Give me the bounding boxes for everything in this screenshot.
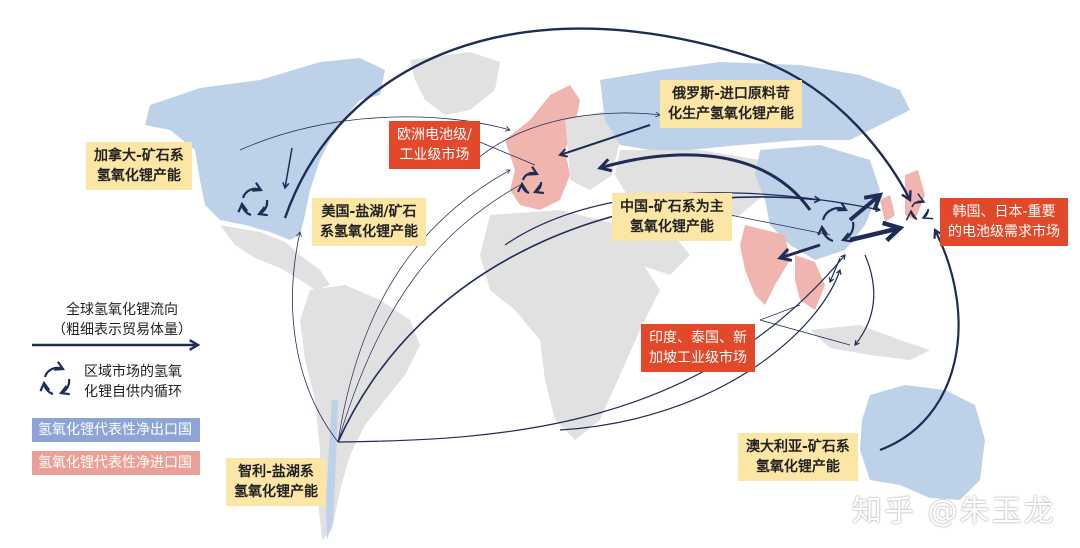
legend-flow-text: 全球氢氧化锂流向 （粗细表示贸易体量） (52, 300, 192, 340)
cycle-icon-europe (517, 166, 544, 195)
flow-chile-europe-1 (337, 169, 511, 443)
legend-line: 区域市场的氢氧 (84, 364, 182, 380)
flow-china-singapore (854, 254, 875, 346)
indonesia (810, 325, 930, 360)
label-line: 中国-矿石系为主 (620, 199, 724, 215)
legend-import-box: 氢氧化锂代表性净进口国 (32, 451, 200, 475)
legend-line: 化锂自供内循环 (84, 384, 182, 400)
label-australia: 澳大利亚-矿石系 氢氧化锂产能 (738, 433, 858, 481)
flow-canada-usa (282, 147, 293, 190)
label-russia: 俄罗斯-进口原料苛 化生产氢氧化锂产能 (660, 80, 802, 128)
africa (480, 210, 660, 440)
label-europe-market: 欧洲电池级/ 工业级市场 (389, 121, 480, 169)
label-line: 加拿大-矿石系 (94, 148, 184, 164)
label-line: 澳大利亚-矿石系 (746, 439, 850, 455)
label-line: 加坡工业级市场 (649, 350, 747, 366)
label-line: 氢氧化锂产能 (234, 484, 318, 500)
label-line: 韩国、日本-重要 (952, 204, 1056, 220)
leader-china (729, 214, 831, 236)
flow-russia-europe (558, 124, 651, 158)
flow-chile-china (337, 195, 822, 443)
north-america (145, 58, 385, 240)
label-line: 氢氧化锂产能 (755, 459, 840, 475)
label-india-thailand-singapore-market: 印度、泰国、新 加坡工业级市场 (641, 324, 755, 372)
label-line: 工业级市场 (399, 147, 470, 163)
cycle-icon-china (817, 201, 855, 243)
flow-chile-europe-2 (337, 184, 521, 443)
australia (860, 385, 985, 500)
legend-line: 全球氢氧化锂流向 (66, 302, 178, 318)
leader-europe (474, 139, 536, 166)
greenland (410, 52, 500, 115)
legend-export-box: 氢氧化锂代表性净出口国 (32, 418, 200, 442)
label-line: 的电池级需求市场 (948, 224, 1060, 240)
flow-china-europe (597, 153, 812, 211)
flow-chile-usa (292, 231, 339, 443)
label-line: 智利-盐湖系 (238, 464, 314, 480)
label-line: 化生产氢氧化锂产能 (668, 106, 794, 122)
southeast-asia (795, 255, 825, 310)
watermark: 知乎 @朱玉龙 (852, 494, 1056, 529)
central-america (220, 225, 330, 290)
cycle-icon-usa (237, 182, 269, 217)
flow-china-india (777, 243, 821, 262)
label-line: 美国-盐湖/矿石 (321, 204, 417, 220)
label-line: 氢氧化锂产能 (96, 168, 181, 184)
label-chile: 智利-盐湖系 氢氧化锂产能 (226, 458, 326, 506)
cycle-icons (237, 166, 934, 243)
leader-india (759, 304, 801, 321)
flow-australia-japan (879, 228, 960, 452)
legend-cycle-icon (39, 361, 71, 396)
korea (880, 195, 895, 222)
label-usa: 美国-盐湖/矿石 系氢氧化锂产能 (312, 198, 426, 246)
label-line: 氢氧化锂产能 (629, 219, 714, 235)
flow-usa-europe (239, 116, 511, 151)
chile (326, 400, 338, 540)
flow-usa-japan (283, 27, 912, 219)
label-canada: 加拿大-矿石系 氢氧化锂产能 (86, 142, 192, 190)
label-china: 中国-矿石系为主 氢氧化锂产能 (612, 193, 732, 241)
india (740, 225, 790, 305)
label-line: 欧洲电池级/ (397, 127, 472, 143)
flow-china-japan (849, 220, 905, 243)
cycle-icon-japan (905, 193, 934, 221)
trade-flow-arrows (239, 27, 960, 452)
label-line: 系氢氧化锂产能 (320, 224, 418, 240)
leader-singapore (759, 319, 851, 346)
flow-chile-asia (337, 254, 846, 443)
legend-line: （粗细表示贸易体量） (52, 322, 192, 338)
label-korea-japan-market: 韩国、日本-重要 的电池级需求市场 (940, 198, 1068, 246)
legend-cycle-text: 区域市场的氢氧 化锂自供内循环 (84, 362, 182, 402)
label-line: 俄罗斯-进口原料苛 (672, 86, 790, 102)
label-line: 印度、泰国、新 (649, 330, 747, 346)
